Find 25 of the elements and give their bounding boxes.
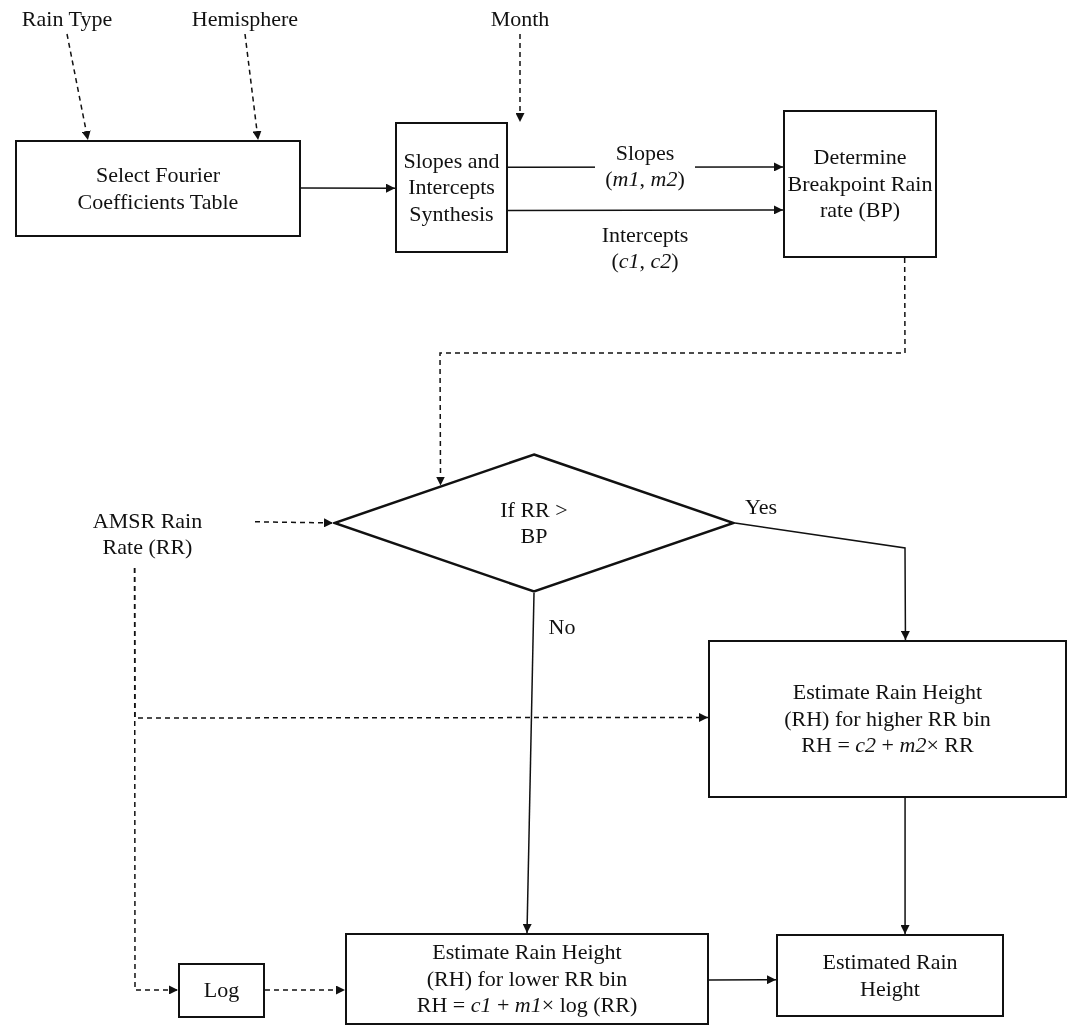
arrow bbox=[244, 33, 262, 141]
arrow bbox=[254, 518, 334, 528]
process-box: Slopes and Intercepts Synthesis bbox=[395, 122, 508, 253]
arrow bbox=[66, 33, 91, 141]
arrow bbox=[264, 985, 346, 995]
arrow bbox=[515, 33, 525, 123]
input-label: Hemisphere bbox=[180, 4, 310, 34]
process-box: Estimated Rain Height bbox=[776, 934, 1004, 1017]
input-label: Rain Type bbox=[12, 4, 122, 34]
input-label: AMSR Rain Rate (RR) bbox=[40, 500, 255, 568]
decision-diamond: If RR > BP bbox=[333, 453, 735, 593]
process-box: Determine Breakpoint Rain rate (BP) bbox=[783, 110, 937, 258]
arrow bbox=[436, 257, 906, 487]
arrow bbox=[507, 205, 784, 215]
process-box: Estimate Rain Height (RH) for lower RR bin RH = c1 + m1× log (RR) bbox=[345, 933, 709, 1025]
arrow bbox=[522, 592, 535, 934]
process-box: Select Fourier Coefficients Table bbox=[15, 140, 301, 237]
input-label: Month bbox=[480, 4, 560, 34]
arrow bbox=[708, 975, 777, 985]
arrow bbox=[734, 522, 910, 641]
process-box: Estimate Rain Height (RH) for higher RR bin RH = c2 + m2× RR bbox=[708, 640, 1067, 798]
process-box: Log bbox=[178, 963, 265, 1018]
arrow bbox=[900, 797, 910, 935]
arrow bbox=[300, 183, 396, 193]
arrow bbox=[133, 567, 179, 995]
